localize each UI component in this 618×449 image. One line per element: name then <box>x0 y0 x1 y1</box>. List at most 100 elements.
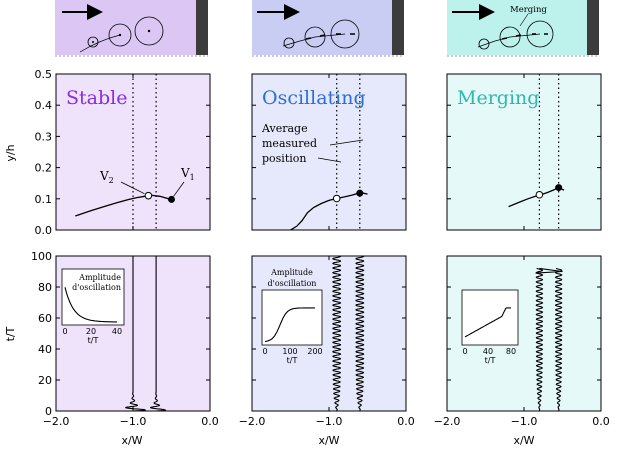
x-axis-title-3: x/W <box>513 434 534 447</box>
inset-x-tick-label: 100 <box>282 347 297 356</box>
bubble-icon <box>134 16 164 46</box>
inset-frame <box>261 289 323 346</box>
bubble-icon <box>87 36 99 48</box>
inset-x-tick-label: 0 <box>262 347 267 356</box>
trace-v1 <box>554 267 563 412</box>
trace-v2 <box>125 256 147 412</box>
x-axis-title-1: x/W <box>121 434 142 447</box>
inset-oscillating: 0 100 200 t/T <box>261 289 323 365</box>
time-traces <box>125 255 563 412</box>
y-tick-label: 0.3 <box>35 130 53 143</box>
panel-merging-position: Merging <box>446 73 602 231</box>
inset-frame <box>461 289 519 346</box>
diagram-stable <box>55 0 208 57</box>
diagram-channel <box>447 0 597 55</box>
plot-area <box>252 74 406 230</box>
y-tick-label: 80 <box>38 281 52 294</box>
y-tick-label: 60 <box>38 312 52 325</box>
inset-curve <box>464 307 511 338</box>
inset-curve <box>264 307 315 343</box>
inset-title: d'oscillation <box>268 279 317 288</box>
annotation-arrow <box>329 139 364 146</box>
trace-v2 <box>332 255 342 411</box>
inset-x-tick-label: 0 <box>62 327 67 336</box>
trajectory-line <box>75 194 172 217</box>
oscillation-icon <box>501 33 548 40</box>
inset-title: Amplitude <box>78 273 121 282</box>
x-axis-title-2: x/W <box>318 434 339 447</box>
bubble-icon <box>330 19 360 49</box>
inset-x-label: t/T <box>287 356 298 365</box>
annotation-arrow <box>317 157 342 163</box>
diagram-wall <box>196 0 208 55</box>
inset-x-label: t/T <box>88 336 99 345</box>
inset-curve <box>64 287 117 323</box>
inset-title: Amplitude <box>270 268 313 277</box>
inset-x-tick-label: 40 <box>112 327 122 336</box>
merge-tail <box>535 267 563 274</box>
marker-filled <box>555 184 563 192</box>
x-tick-label: 0.0 <box>397 415 415 428</box>
plot-area <box>447 74 601 230</box>
y-tick-label: 100 <box>31 250 52 263</box>
trace-v1 <box>150 256 167 412</box>
marker-open <box>332 194 341 203</box>
x-tick-label: 0.0 <box>592 415 610 428</box>
x-tick-label: −2.0 <box>239 415 266 428</box>
x-tick-label: −1.0 <box>120 415 147 428</box>
diagram-wall <box>587 0 599 55</box>
y-axis-title-top: y/h <box>4 144 17 161</box>
trace-v1 <box>355 255 365 411</box>
bubble-icon <box>304 26 326 48</box>
y-tick-label: 0.1 <box>35 193 53 206</box>
trace-v2 <box>535 267 544 411</box>
x-tick-label: −1.0 <box>316 415 343 428</box>
annotation-average-position: Average <box>261 122 308 135</box>
oscillation-icon <box>305 33 355 40</box>
y-tick-label: 0.2 <box>35 162 53 175</box>
annotation-arrow <box>120 181 145 195</box>
x-tick-label: 0.0 <box>201 415 219 428</box>
panel-oscillating-position: Oscillating <box>251 73 407 231</box>
inset-x-tick-label: 0 <box>462 347 467 356</box>
inset-x-label: t/T <box>485 356 496 365</box>
inset-frame <box>61 268 125 326</box>
marker-filled <box>168 195 175 203</box>
y-tick-label: 0.4 <box>35 99 53 112</box>
panel-label: Merging <box>457 87 539 109</box>
diagram-wall <box>392 0 404 55</box>
diagram-oscillating <box>252 0 404 57</box>
marker-open <box>535 190 544 199</box>
bubble-icon <box>526 20 554 48</box>
y-tick-label: 40 <box>38 343 52 356</box>
annotation-average-position: measured <box>262 137 317 150</box>
diagram-merging: Merging <box>447 0 599 57</box>
annotation-average-position: position <box>262 152 306 165</box>
y-tick-label: 20 <box>38 374 52 387</box>
y-axis-title-bottom: t/T <box>4 326 17 341</box>
marker-filled <box>356 189 364 197</box>
annotation-arrow <box>173 181 185 197</box>
diagram-channel <box>252 0 402 55</box>
x-tick-label: −2.0 <box>43 415 70 428</box>
panel-label: Stable <box>66 87 127 109</box>
y-tick-label: 0 <box>45 405 52 418</box>
x-tick-label: −1.0 <box>511 415 538 428</box>
bubble-icon <box>499 26 521 48</box>
y-tick-label: 0.0 <box>35 224 53 237</box>
bubble-icon <box>478 38 490 50</box>
inset-x-tick-label: 80 <box>506 347 516 356</box>
bubble-icon <box>108 23 132 47</box>
inset-x-tick-label: 20 <box>86 327 96 336</box>
diagram-channel <box>55 0 205 55</box>
x-tick-label: −2.0 <box>434 415 461 428</box>
inset-title: d'oscillation <box>72 283 121 292</box>
inset-x-tick-label: 200 <box>307 347 322 356</box>
panel-label: Oscillating <box>262 87 366 109</box>
